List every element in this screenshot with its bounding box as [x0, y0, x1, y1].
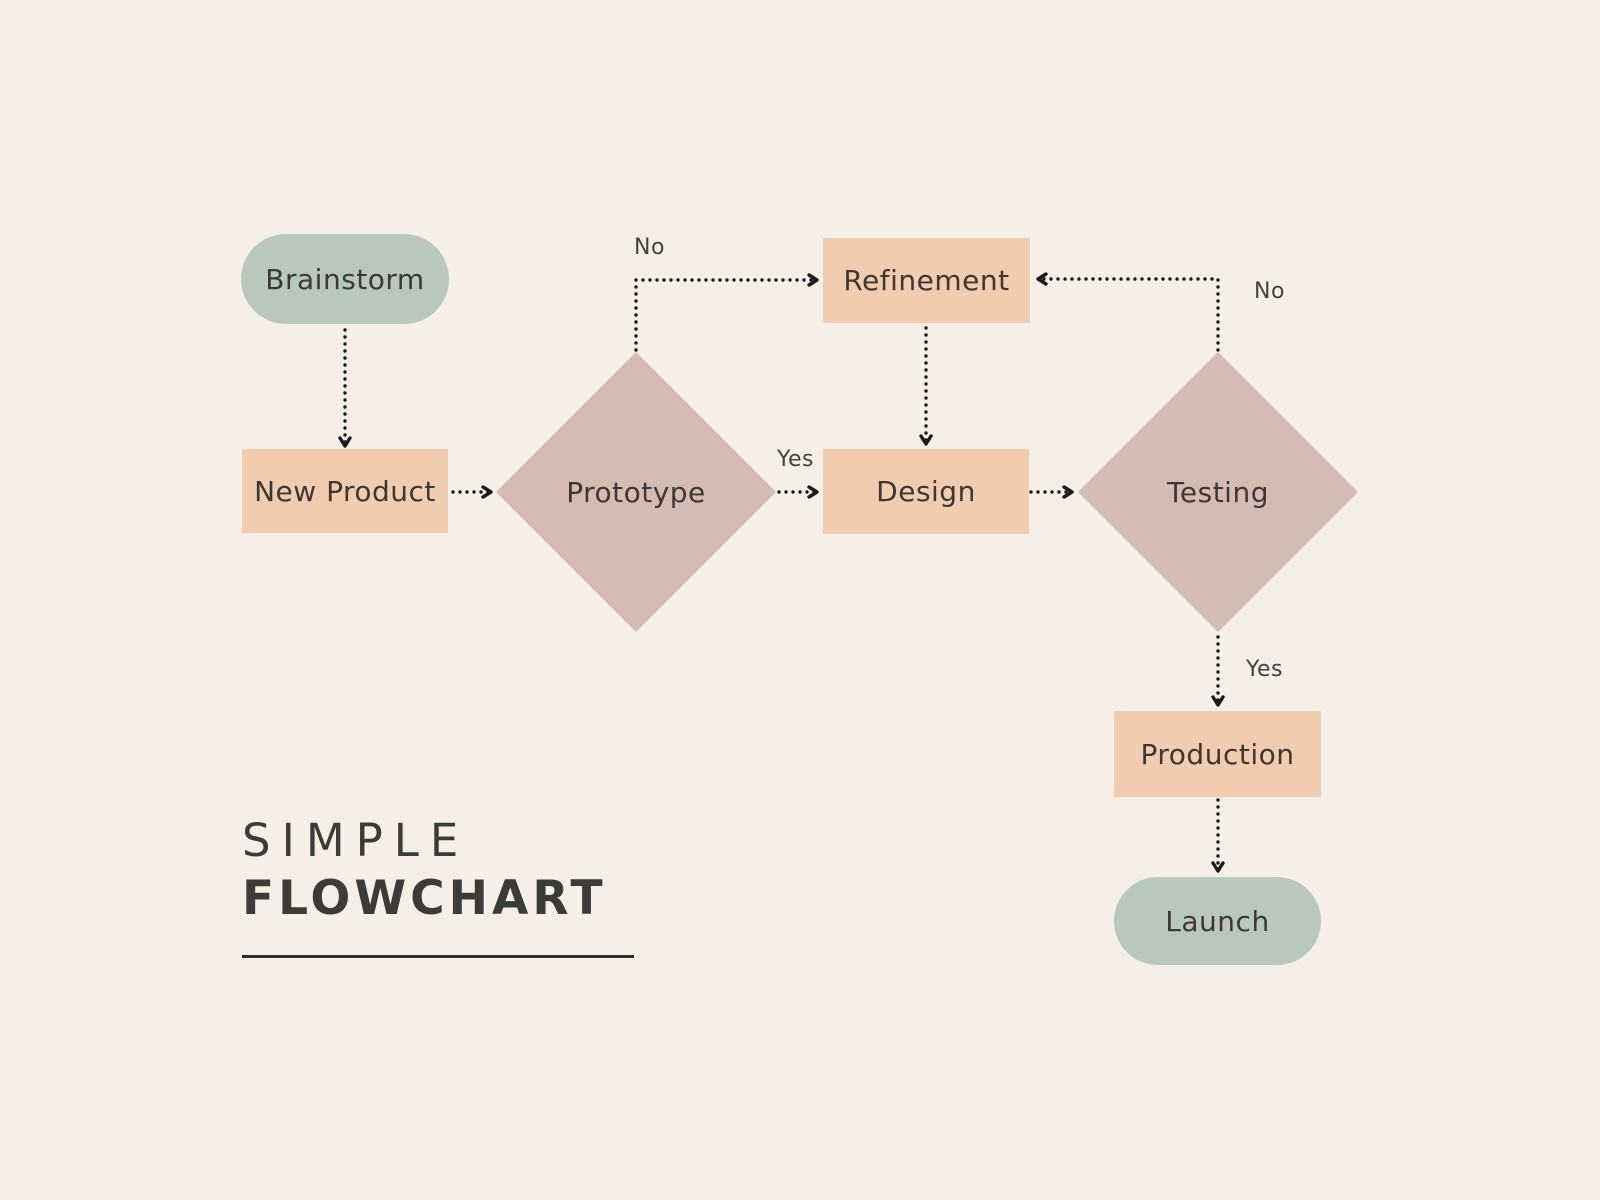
title-block: SIMPLE FLOWCHART	[242, 818, 607, 922]
node-testing: Testing	[1078, 352, 1358, 632]
node-brainstorm: Brainstorm	[241, 234, 449, 324]
node-new-product-label: New Product	[254, 474, 436, 508]
node-brainstorm-label: Brainstorm	[265, 262, 425, 296]
title-underline	[242, 955, 634, 958]
node-prototype-label: Prototype	[566, 475, 706, 509]
node-new-product: New Product	[242, 449, 448, 533]
node-design: Design	[823, 449, 1029, 534]
node-production-label: Production	[1140, 737, 1295, 771]
node-production: Production	[1114, 711, 1321, 797]
node-launch-label: Launch	[1165, 904, 1270, 938]
arrow-prototype-no-to-refinement	[634, 273, 819, 352]
edge-label-testing-no: No	[1254, 279, 1285, 304]
node-refinement-label: Refinement	[843, 264, 1010, 297]
node-launch: Launch	[1114, 877, 1321, 965]
page-title-line1: SIMPLE	[242, 814, 470, 867]
edge-label-prototype-yes: Yes	[777, 447, 815, 472]
edge-label-prototype-no: No	[634, 235, 665, 260]
node-design-label: Design	[876, 475, 976, 508]
node-prototype: Prototype	[496, 352, 776, 632]
arrow-testing-no-to-refinement	[1036, 272, 1220, 352]
node-refinement: Refinement	[823, 238, 1030, 323]
node-testing-label: Testing	[1167, 475, 1269, 509]
edge-label-testing-yes: Yes	[1246, 657, 1284, 682]
page-title-line2: FLOWCHART	[242, 871, 607, 926]
